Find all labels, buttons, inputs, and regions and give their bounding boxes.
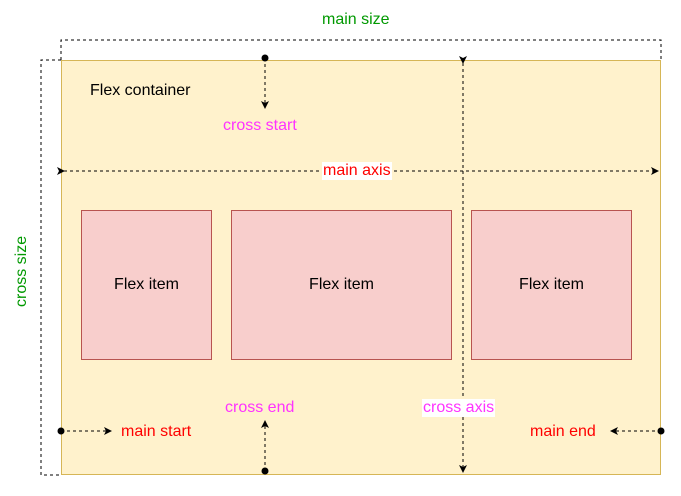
flex-item-3: Flex item [471, 210, 632, 360]
cross-axis-label: cross axis [422, 399, 496, 417]
flex-container-label: Flex container [90, 82, 191, 99]
cross-size-label: cross size [13, 235, 30, 307]
main-end-label: main end [530, 423, 596, 440]
cross-start-label: cross start [223, 117, 297, 134]
flex-item-label: Flex item [309, 276, 374, 293]
flex-item-1: Flex item [81, 210, 212, 360]
main-start-label: main start [121, 423, 192, 440]
flex-item-label: Flex item [519, 276, 584, 293]
flex-item-2: Flex item [231, 210, 452, 360]
cross-end-label: cross end [225, 399, 295, 416]
main-axis-label: main axis [322, 162, 392, 180]
cross-size-bracket [40, 59, 61, 476]
main-size-bracket [60, 39, 662, 60]
main-size-label: main size [322, 11, 390, 28]
flex-item-label: Flex item [114, 276, 179, 293]
